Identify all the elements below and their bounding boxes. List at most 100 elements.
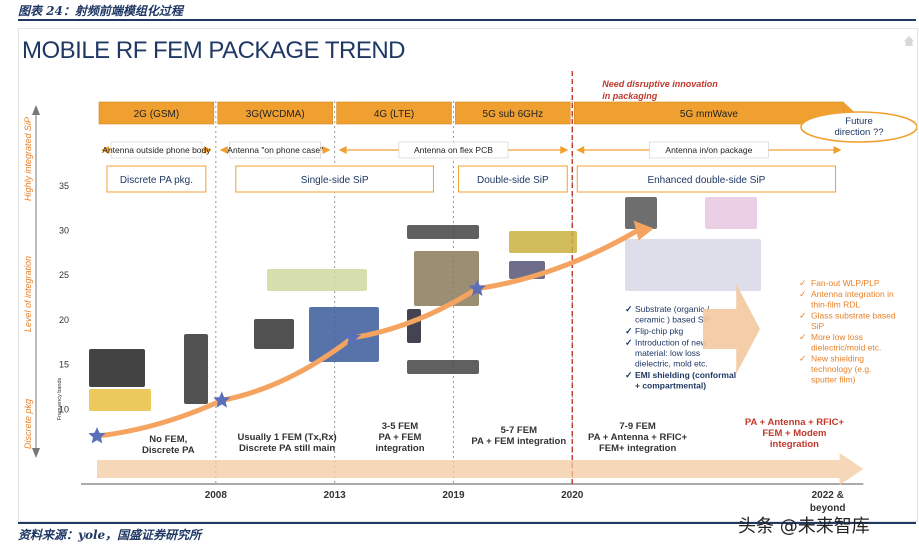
figure-caption: 图表 24：射频前端模组化过程 [18,4,183,18]
year-label-1: 2013 [324,490,347,501]
mmwave-feature-2-line-2: dielectric, mold etc. [635,359,708,369]
future-feature-4-line-0: New shielding [811,354,864,364]
integration-note-5-line-1: FEM + Modem [762,428,826,439]
home-icon [904,36,914,46]
package-type-label-0: Discrete PA pkg. [120,175,193,186]
year-label-2: 2019 [442,490,465,501]
disruptive-note-line-2: in packaging [602,91,658,101]
antenna-arrow-head-right-0 [203,146,212,154]
antenna-label-box-1 [229,141,321,159]
integration-note-2-line-2: integration [375,443,424,454]
future-feature-1-line-0: Antenna integration in [811,289,894,299]
future-feature-4-line-2: sputter film) [811,375,856,385]
single-sip-image [267,269,367,291]
top-divider [18,19,916,21]
integration-note-4-line-2: FEM+ integration [599,443,677,454]
chart-title: MOBILE RF FEM PACKAGE TREND [22,37,406,64]
mmwave-feature-1-line-0: Flip-chip pkg [635,326,683,336]
antenna-arrow-head-left-0 [101,146,109,154]
y-axis-label-2: Highly integrated SiP [23,117,33,201]
antenna-label-1: Antenna "on phone case" [227,145,323,155]
fem-module-image-3 [407,360,479,374]
generation-label-3: 5G sub 6GHz [483,109,544,120]
future-check-3: ✓ [799,332,807,342]
y-tick-4: 30 [59,226,69,236]
future-feature-2-line-0: Glass substrate based [811,311,896,321]
integration-note-0-line-0: No FEM, [149,434,187,445]
mmwave-check-0: ✓ [625,304,633,314]
future-direction-line-1: Future [845,116,872,127]
y-tick-3: 25 [59,270,69,280]
integration-note-0-line-1: Discrete PA [142,445,195,456]
smartphone-image [254,319,294,349]
package-type-label-1: Single-side SiP [301,175,369,186]
integration-note-2-line-1: PA + FEM [378,432,421,443]
y-axis-arrow-up [32,105,40,115]
y-tick-2: 20 [59,315,69,325]
antenna-arrow-head-right-1 [322,146,331,154]
integration-note-5-line-0: PA + Antenna + RFIC+ [745,417,845,428]
future-arrow [702,284,760,374]
future-feature-0-line-0: Fan-out WLP/PLP [811,278,880,288]
year-label-4-line-1: beyond [810,503,846,514]
integration-note-3-line-0: 5-7 FEM [501,425,538,436]
antenna-arrow-head-right-2 [560,146,569,154]
package-type-box-2 [457,165,568,193]
antenna-arrow-head-left-2 [338,146,347,154]
antenna-label-box-3 [649,141,769,159]
year-label-3: 2020 [561,490,584,501]
trend-arrowhead [633,220,654,241]
mmwave-feature-0-line-0: Substrate (organic / [635,304,710,314]
watermark: 头条 @未来智库 [738,516,870,537]
package-type-label-2: Double-side SiP [477,175,549,186]
generation-bar-1 [217,101,333,125]
sip-board-image [309,307,379,362]
pa-package-image [89,389,151,411]
integration-note-5-line-2: integration [770,439,819,450]
integration-arrow [97,453,864,485]
antenna-label-2: Antenna on flex PCB [414,145,493,155]
mmwave-feature-3-line-1: + compartmental) [635,381,706,391]
future-check-0: ✓ [799,278,807,288]
phone-4g-image [407,309,421,343]
future-check-1: ✓ [799,289,807,299]
integration-note-2-line-0: 3-5 FEM [382,421,419,432]
generation-bar-0 [98,101,215,125]
future-feature-1-line-1: thin-film RDL [811,300,860,310]
future-feature-3-line-1: dielectric/mold etc. [811,343,881,353]
y-axis-arrow-down [32,448,40,458]
double-sip-image [509,231,577,253]
y-tick-5: 35 [59,181,69,191]
fem-module-image-1 [407,225,479,239]
pa-chip-image [89,349,145,387]
y-tick-1: 15 [59,360,69,370]
future-feature-3-line-0: More low loss [811,332,863,342]
integration-note-1-line-1: Discrete PA still main [239,443,335,454]
integration-note-4-line-1: PA + Antenna + RFIC+ [588,432,688,443]
source-note: 资料来源：yole，国盛证券研究所 [18,528,202,542]
future-check-4: ✓ [799,354,807,364]
aip-image [705,197,757,229]
y-tick-0: 10 [59,404,69,414]
future-direction-ellipse [800,111,917,143]
flip-phone-image [184,334,208,404]
antenna-label-box-0 [110,141,203,159]
antenna-arrow-head-left-1 [219,146,228,154]
mmwave-phone-image [625,197,657,229]
y-axis-label-1: Level of integration [23,256,33,332]
trend-star-0 [88,427,106,444]
generation-label-1: 3G(WCDMA) [246,109,305,120]
antenna-label-0: Antenna outside phone body [102,145,211,155]
year-label-0: 2008 [205,490,228,501]
package-type-box-1 [235,165,434,193]
trend-star-3 [468,279,486,296]
bottom-divider [18,522,916,524]
mmwave-check-2: ✓ [625,338,633,348]
package-type-box-3 [576,165,837,193]
mmwave-feature-2-line-1: material: low loss [635,348,700,358]
generation-bar-3 [455,101,571,125]
year-label-4-line-0: 2022 & [812,490,844,501]
generation-label-2: 4G (LTE) [374,109,414,120]
aip-cross-section-image [625,239,761,291]
antenna-arrow-head-right-3 [833,146,842,154]
